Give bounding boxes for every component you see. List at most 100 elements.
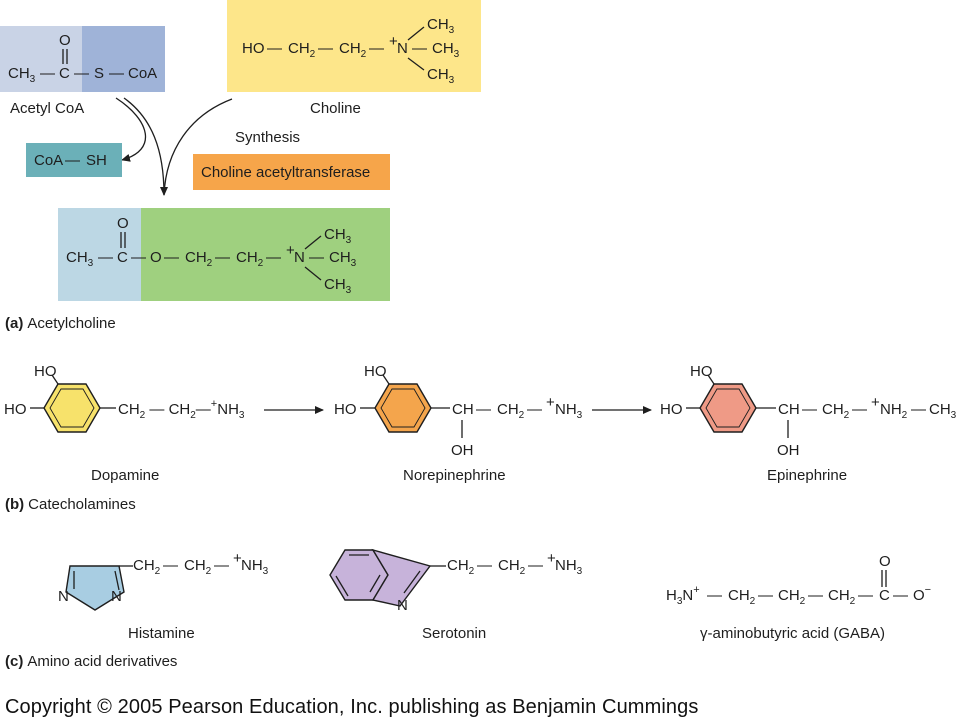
enzyme-label: Choline acetyltransferase [201,164,370,181]
acetylcholine-n: N [294,249,305,266]
dopamine-chain: CH2 — CH2—+NH3 [118,398,245,421]
epinephrine-nh: NH2 [880,401,908,421]
gaba-c: C [879,587,890,604]
acetylcholine-dash6: — [309,249,324,266]
acetylcholine-plus: + [286,242,295,259]
acetylcoa-s: S [94,65,104,82]
histamine-ring [65,565,125,611]
gaba-dash2: — [758,587,773,604]
acetylcoa-acetyl-box [0,26,82,92]
serotonin-dash2: — [528,557,543,574]
norepinephrine-structure: HO HO CH OH — CH2 — + NH3 [334,363,583,459]
coash-coa: CoA [34,152,63,169]
gaba-ch2a: CH2 [728,587,756,607]
serotonin-pyrrole-ring [371,548,432,607]
caption-c: (c)Amino acid derivatives [5,653,177,670]
serotonin-nh: NH3 [555,557,583,577]
copyright-notice: Copyright © 2005 Pearson Education, Inc.… [5,696,699,718]
norepinephrine-nh: NH3 [555,401,583,421]
histamine-n2: N [111,588,122,605]
histamine-nh: NH3 [241,557,269,577]
serotonin-ch2b: CH2 [498,557,526,577]
gaba-o-minus: O− [913,584,931,604]
acetylcoa-coa: CoA [128,65,157,82]
gaba-dash3: — [808,587,823,604]
choline-dash4: — [412,40,427,57]
acetylcoa-dash1: — [40,65,55,82]
acetylcholine-dash2: — [131,249,146,266]
norepinephrine-dash1: — [476,401,491,418]
epinephrine-oh: OH [777,442,800,459]
acetylcholine-ch3-top: CH3 [324,226,352,246]
choline-ho: HO [242,40,265,57]
coash-sh: SH [86,152,107,169]
caption-a: (a)Acetylcholine [5,315,116,332]
serotonin-label: Serotonin [422,625,486,642]
choline-ch2b: CH2 [339,40,367,60]
coash-structure: CoA — SH [34,152,107,169]
gaba-dash4: — [858,587,873,604]
histamine-dash2: — [214,557,229,574]
gaba-ch2b: CH2 [778,587,806,607]
choline-dash3: — [369,40,384,57]
caption-b: (b)Catecholamines [5,496,136,513]
choline-n: N [397,40,408,57]
acetylcholine-dash4: — [215,249,230,266]
choline-structure: HO — CH2 — CH2 — + N — CH3 CH3 CH3 [242,16,460,86]
histamine-structure: N N CH2 — CH2 — + NH3 [58,550,269,611]
epinephrine-ch2: CH2 [822,401,850,421]
choline-ch2a: CH2 [288,40,316,60]
serotonin-plus: + [547,550,556,567]
norepinephrine-oh: OH [451,442,474,459]
acetylcoa-dash3: — [109,65,124,82]
epinephrine-ho-left: HO [660,401,683,418]
choline-label: Choline [310,100,361,117]
dopamine-ho-top: HO [34,363,57,380]
coash-box [26,143,122,177]
choline-plus: + [389,33,398,50]
gaba-ch2c: CH2 [828,587,856,607]
gaba-dash5: — [893,587,908,604]
choline-ch3-bot: CH3 [427,66,455,86]
coash-dash: — [65,152,80,169]
acetylcoa-to-coash-arrow [115,97,147,162]
norepinephrine-dash2: — [527,401,542,418]
synthesis-label: Synthesis [235,129,300,146]
serotonin-ch2a: CH2 [447,557,475,577]
acetylcholine-ch3: CH3 [66,249,94,269]
histamine-ch2a: CH2 [133,557,161,577]
dopamine-label: Dopamine [91,467,159,484]
gaba-label: γ-aminobutyric acid (GABA) [700,625,885,642]
epinephrine-plus: + [871,394,880,411]
epinephrine-ring [699,383,757,433]
acetylcholine-c: C [117,249,128,266]
norepinephrine-label: Norepinephrine [403,467,506,484]
histamine-label: Histamine [128,625,195,642]
choline-dash1: — [267,40,282,57]
acetylcholine-acetyl-box [58,208,141,301]
serotonin-structure: N CH2 — CH2 — + NH3 [329,548,583,614]
choline-ch3-mid: CH3 [432,40,460,60]
histamine-n1: N [58,588,69,605]
acetylcholine-o-ester: O [150,249,162,266]
norepinephrine-plus: + [546,394,555,411]
gaba-dash1: — [707,587,722,604]
serotonin-n: N [397,597,408,614]
norepinephrine-ch: CH [452,401,474,418]
epinephrine-structure: HO HO CH OH — CH2 — + NH2 — CH3 [660,363,957,459]
histamine-ch2b: CH2 [184,557,212,577]
choline-to-product-arrow [163,98,233,196]
histamine-dash1: — [163,557,178,574]
norepinephrine-ch2: CH2 [497,401,525,421]
epinephrine-dash2: — [852,401,867,418]
acetylcoa-label: Acetyl CoA [10,100,84,117]
epinephrine-ch: CH [778,401,800,418]
acetylcholine-dash3: — [164,249,179,266]
dopamine-structure: HO HO CH2 — CH2—+NH3 [4,363,245,433]
dopamine-ho-left: HO [4,401,27,418]
acetylcoa-to-product-arrow [123,97,168,196]
norepinephrine-ring [374,383,432,433]
serotonin-dash1: — [477,557,492,574]
acetylcholine-ch3-bot: CH3 [324,276,352,296]
acetylcoa-dash2: — [74,65,89,82]
